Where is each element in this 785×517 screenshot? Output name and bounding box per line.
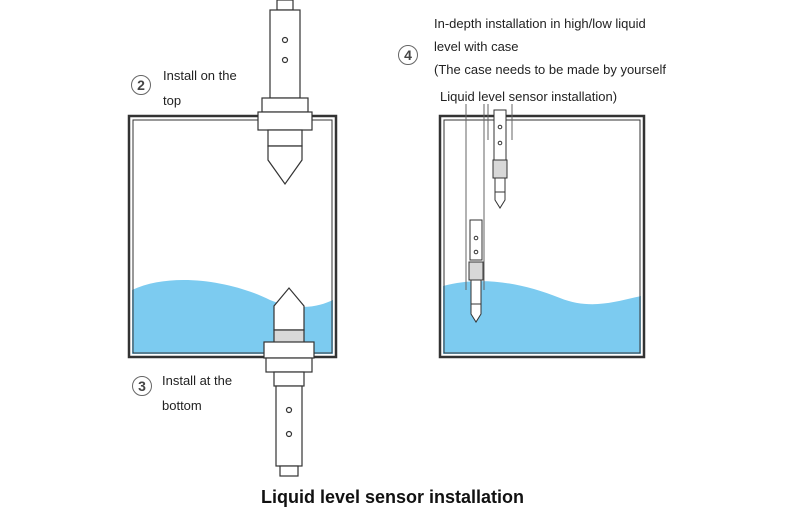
case-tubes	[465, 104, 513, 290]
step-3-marker: 3	[132, 376, 152, 396]
step-4-marker: 4	[398, 45, 418, 65]
left-tank-wall	[127, 114, 338, 359]
right-tank-wall	[438, 114, 646, 359]
case-install-label-line3: (The case needs to be made by yourself	[434, 62, 666, 77]
bottom-install-label-line1: Install at the	[162, 373, 233, 388]
step-2-marker: 2	[131, 75, 151, 95]
case-sensor-low	[468, 219, 484, 323]
case-install-label-line1: In-depth installation in high/low liquid	[434, 16, 646, 31]
case-sensor-high	[492, 109, 508, 209]
bottom-install-label-line2: bottom	[162, 398, 202, 413]
case-install-label-line2: level with case	[434, 39, 519, 54]
right-tank-liquid	[443, 281, 641, 354]
top-install-label-line2: top	[163, 93, 182, 108]
bottom-sensor	[263, 287, 315, 477]
case-install-label-line4: Liquid level sensor installation)	[440, 89, 618, 104]
right-tank	[438, 114, 646, 359]
top-sensor	[257, 0, 313, 186]
left-tank	[127, 114, 338, 359]
top-install-label-line1: Install on the	[163, 68, 237, 83]
figure-caption: Liquid level sensor installation	[260, 487, 525, 507]
